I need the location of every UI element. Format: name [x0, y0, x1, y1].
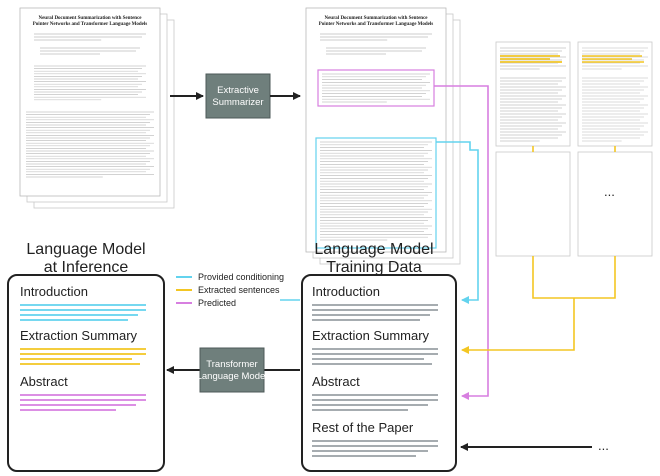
- annotated-paper-text: [320, 33, 432, 241]
- transformer-lm-box: Transformer Language Model: [197, 347, 268, 393]
- cyan-connector: [436, 141, 479, 304]
- paper-title-line-2: Pointer Networks and Transformer Languag…: [33, 22, 148, 27]
- legend-label-provided: Provided conditioning: [198, 272, 284, 282]
- yellow-connector: [461, 298, 575, 354]
- thumbnail-page-3: [495, 47, 571, 257]
- training-heading-line-1: Language Model: [314, 241, 433, 258]
- rest-of-paper-ellipsis: ...: [598, 438, 609, 453]
- extractive-summarizer-line-2: Summarizer: [212, 97, 263, 108]
- legend-label-predicted: Predicted: [198, 298, 236, 308]
- transformer-lm-line-2: Language Model: [197, 371, 268, 382]
- thumbnail-page-1: [495, 41, 571, 147]
- training-section-abstract: Abstract: [312, 374, 360, 389]
- source-paper-stack: Neural Document Summarization with Sente…: [19, 7, 175, 209]
- thumbnail-page-2: [577, 41, 653, 147]
- intro-highlight-box: [315, 137, 437, 249]
- training-box: Introduction Extraction Summary Abstract…: [301, 274, 457, 472]
- annotated-paper-title-line-2: Pointer Networks and Transformer Languag…: [319, 22, 434, 27]
- training-section-introduction: Introduction: [312, 284, 380, 299]
- inference-box: Introduction Extraction Summary Abstract: [7, 274, 165, 472]
- paper-title-line-1: Neural Document Summarization with Sente…: [38, 16, 142, 21]
- thumbnail-ellipsis: ...: [604, 184, 615, 199]
- legend-label-extracted: Extracted sentences: [198, 285, 280, 295]
- inference-heading-line-2: at Inference: [44, 259, 129, 276]
- inference-heading-line-1: Language Model: [26, 241, 145, 258]
- thumbnail-page-4: ...: [577, 151, 653, 257]
- extractive-summarizer-line-1: Extractive: [217, 85, 259, 96]
- abstract-highlight-box: [317, 69, 435, 107]
- annotated-paper-title-line-1: Neural Document Summarization with Sente…: [324, 16, 428, 21]
- inference-section-extraction-summary: Extraction Summary: [20, 328, 138, 343]
- training-heading-line-2: Training Data: [326, 259, 422, 276]
- training-section-extraction-summary: Extraction Summary: [312, 328, 430, 343]
- training-section-rest-of-paper: Rest of the Paper: [312, 420, 414, 435]
- inference-section-introduction: Introduction: [20, 284, 88, 299]
- legend: Provided conditioning Extracted sentence…: [176, 272, 284, 308]
- transformer-lm-line-1: Transformer: [206, 359, 257, 370]
- inference-section-abstract: Abstract: [20, 374, 68, 389]
- annotated-paper-stack: Neural Document Summarization with Sente…: [305, 7, 461, 265]
- extractive-summarizer-box: Extractive Summarizer: [205, 73, 271, 119]
- pink-connector: [434, 85, 489, 400]
- source-paper-text: [26, 33, 154, 178]
